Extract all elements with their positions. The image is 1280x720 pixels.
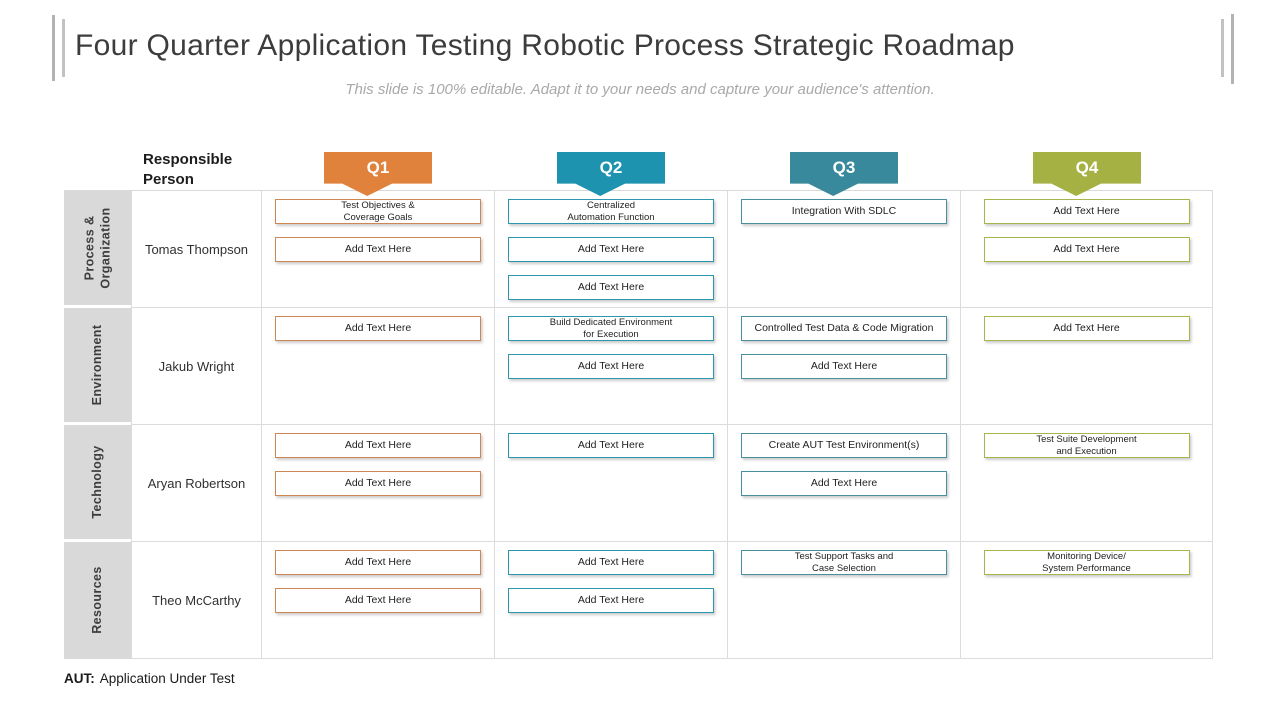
left-accent-bar-inner: [62, 19, 65, 77]
person-cell: Theo McCarthy: [131, 542, 262, 659]
category-label: Technology: [89, 445, 104, 519]
quarter-cell-q2: Add Text Here: [495, 425, 728, 542]
category-cell-environment: Environment: [64, 308, 131, 425]
category-label: Environment: [89, 324, 104, 406]
text-box[interactable]: Add Text Here: [275, 433, 481, 458]
footer-abbreviation: AUT:: [64, 671, 95, 686]
right-accent-bar-outer: [1231, 14, 1234, 84]
text-box[interactable]: Add Text Here: [508, 588, 714, 613]
person-cell: Tomas Thompson: [131, 191, 262, 308]
text-box[interactable]: Integration With SDLC: [741, 199, 947, 224]
roadmap-table: Process & Organization Tomas Thompson Te…: [64, 190, 1213, 659]
text-box[interactable]: Add Text Here: [508, 550, 714, 575]
quarter-cell-q3: Integration With SDLC: [728, 191, 961, 308]
quarter-cell-q1: Add Text Here: [262, 308, 495, 425]
footer-definition: Application Under Test: [99, 671, 235, 686]
person-cell: Aryan Robertson: [131, 425, 262, 542]
category-label: Resources: [89, 566, 104, 634]
text-box[interactable]: Test Support Tasks and Case Selection: [741, 550, 947, 575]
text-box[interactable]: Add Text Here: [275, 316, 481, 341]
text-box[interactable]: Monitoring Device/ System Performance: [983, 550, 1190, 575]
text-box[interactable]: Centralized Automation Function: [508, 199, 714, 224]
text-box[interactable]: Add Text Here: [275, 471, 481, 496]
text-box[interactable]: Test Objectives & Coverage Goals: [275, 199, 481, 224]
text-box[interactable]: Add Text Here: [741, 471, 947, 496]
quarter-cell-q3: Create AUT Test Environment(s) Add Text H…: [728, 425, 961, 542]
responsible-person-header: Responsible Person: [143, 151, 233, 188]
text-box[interactable]: Add Text Here: [983, 237, 1190, 262]
text-box[interactable]: Add Text Here: [508, 354, 714, 379]
category-cell-resources: Resources: [64, 542, 131, 659]
category-cell-process-organization: Process & Organization: [64, 191, 131, 308]
text-box[interactable]: Add Text Here: [508, 433, 714, 458]
text-box[interactable]: Add Text Here: [508, 237, 714, 262]
text-box[interactable]: Add Text Here: [275, 550, 481, 575]
text-box[interactable]: Add Text Here: [983, 316, 1190, 341]
footer-note: AUT: Application Under Test: [64, 671, 235, 686]
text-box[interactable]: Create AUT Test Environment(s): [741, 433, 947, 458]
category-label: Process & Organization: [81, 207, 112, 289]
left-accent-bar-outer: [52, 15, 55, 81]
quarter-cell-q4: Add Text Here: [961, 308, 1213, 425]
text-box[interactable]: Controlled Test Data & Code Migration: [741, 316, 947, 341]
quarter-cell-q2: Build Dedicated Environment for Executio…: [495, 308, 728, 425]
slide-subtitle: This slide is 100% editable. Adapt it to…: [345, 81, 935, 98]
text-box[interactable]: Test Suite Development and Execution: [983, 433, 1190, 458]
text-box[interactable]: Add Text Here: [508, 275, 714, 300]
text-box[interactable]: Add Text Here: [983, 199, 1190, 224]
right-accent-bar-inner: [1221, 19, 1224, 77]
quarter-cell-q4: Monitoring Device/ System Performance: [961, 542, 1213, 659]
category-cell-technology: Technology: [64, 425, 131, 542]
quarter-cell-q3: Test Support Tasks and Case Selection: [728, 542, 961, 659]
person-cell: Jakub Wright: [131, 308, 262, 425]
text-box[interactable]: Add Text Here: [275, 237, 481, 262]
slide-title: Four Quarter Application Testing Robotic…: [75, 29, 1015, 62]
quarter-cell-q4: Test Suite Development and Execution: [961, 425, 1213, 542]
text-box[interactable]: Build Dedicated Environment for Executio…: [508, 316, 714, 341]
text-box[interactable]: Add Text Here: [275, 588, 481, 613]
text-box[interactable]: Add Text Here: [741, 354, 947, 379]
